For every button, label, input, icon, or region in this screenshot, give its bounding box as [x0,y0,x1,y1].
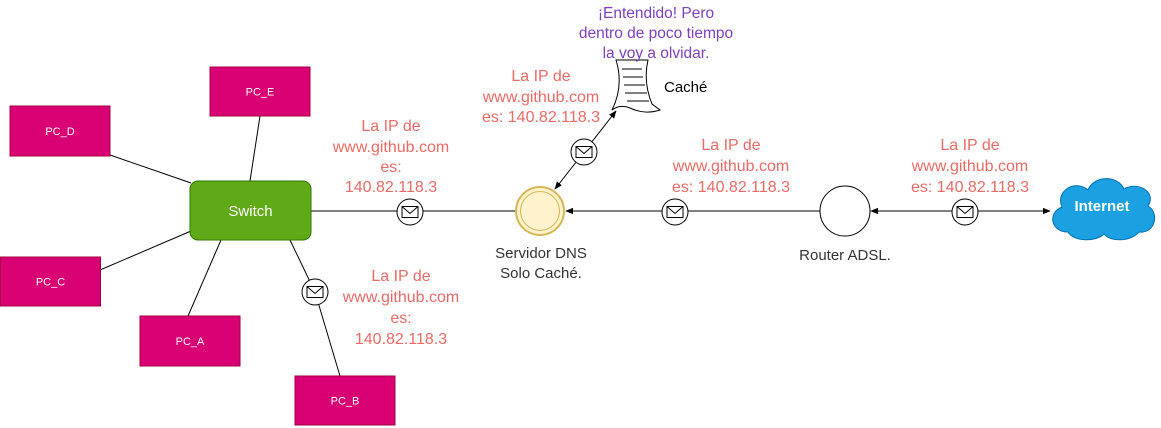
message-line: es: 140.82.118.3 [911,179,1029,196]
cache-speech-text: ¡Entendido! Pero dentro de poco tiempo l… [579,5,733,62]
internet-label: Internet [1074,198,1129,215]
message-line: La IP de [701,137,760,154]
switch-box [189,180,312,241]
message-line: www.github.com [342,289,460,306]
message-line: 140.82.118.3 [355,331,447,348]
internet-node: Internet [1052,178,1156,241]
edge-switch-pc-c [99,230,192,271]
envelope-icon [396,198,424,226]
router-label: Router ADSL. [799,247,891,264]
message-line: es: 140.82.118.3 [482,109,600,126]
dns-server-node: Servidor DNS Solo Caché. [495,186,587,282]
pc-a-box [139,315,241,367]
cache-document-icon [611,59,662,113]
message-line: www.github.com [672,158,790,175]
cache-label: Caché [664,79,707,96]
cloud-icon [1052,178,1156,241]
envelope-icon [301,278,329,306]
speech-line: ¡Entendido! Pero [598,5,714,22]
message-line: La IP de [511,68,570,85]
pc-d-label: PC_D [45,126,74,138]
router-node: Router ADSL. [799,185,891,264]
pc-c-label: PC_C [36,277,65,289]
message-line: 140.82.118.3 [345,179,437,196]
edge-switch-pc-a [187,239,222,317]
message-line: La IP de [361,118,420,135]
message-line: es: [380,159,401,176]
message-internet-to-router: La IP de www.github.com es: 140.82.118.3 [911,137,1029,196]
router-circle [819,185,871,237]
envelope-icon [661,198,689,226]
edge-switch-pc-d [109,154,192,184]
envelope-icon [951,198,979,226]
pc-c-node: PC_C [0,256,101,307]
switch-label: Switch [228,203,272,220]
pc-e-label: PC_E [246,87,275,99]
message-line: www.github.com [911,158,1029,175]
message-line: es: 140.82.118.3 [672,179,790,196]
cache-node: Caché [611,59,707,113]
message-line: www.github.com [332,139,450,156]
edge-switch-pc-b [289,239,341,377]
envelope-icon [570,138,598,166]
message-line: www.github.com [482,89,600,106]
pc-b-label: PC_B [331,396,360,408]
switch-node: Switch [189,180,312,241]
message-switch-to-pc-b: La IP de www.github.com es: 140.82.118.3 [342,268,460,348]
message-router-to-dns: La IP de www.github.com es: 140.82.118.3 [672,137,790,196]
pc-a-node: PC_A [139,315,241,367]
pc-e-node: PC_E [209,66,311,117]
dns-server-label-line-1: Servidor DNS [495,245,587,262]
pc-e-box [209,66,311,117]
pc-b-box [294,375,396,426]
message-dns-to-switch: La IP de www.github.com es: 140.82.118.3 [332,118,450,196]
pc-b-node: PC_B [294,375,396,426]
cache-document-lines [622,68,649,102]
message-dns-to-cache: La IP de www.github.com es: 140.82.118.3 [482,68,600,126]
pc-a-label: PC_A [176,336,205,348]
message-line: es: [390,310,411,327]
speech-line: dentro de poco tiempo [579,25,733,42]
message-line: La IP de [940,137,999,154]
pc-d-box [9,105,111,157]
speech-line: la voy a olvidar. [603,45,710,62]
edge-switch-pc-e [249,115,261,182]
message-line: La IP de [371,268,430,285]
dns-server-label-line-2: Solo Caché. [500,265,582,282]
pc-c-box [0,256,101,307]
pc-d-node: PC_D [9,105,111,157]
dns-server-inner-ring [520,191,560,231]
